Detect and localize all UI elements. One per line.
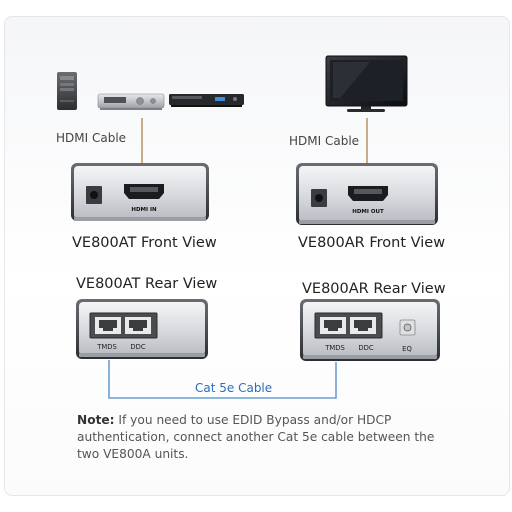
ddc-port-label-left: DDC bbox=[130, 343, 145, 351]
note-prefix: Note: bbox=[77, 413, 115, 427]
ddc-port-label-right: DDC bbox=[358, 344, 373, 352]
ve800at-rear-view-label: VE800AT Rear View bbox=[76, 276, 218, 292]
diagram-panel bbox=[4, 16, 510, 496]
pc-tower-icon bbox=[57, 72, 77, 110]
ve800ar-rear-unit: TMDS DDC EQ bbox=[300, 299, 440, 361]
tmds-port-label-right: TMDS bbox=[324, 344, 345, 352]
ve800ar-front-view-label: VE800AR Front View bbox=[298, 235, 446, 251]
ve800ar-rear-view-label: VE800AR Rear View bbox=[302, 281, 446, 297]
cat5e-cable-label: Cat 5e Cable bbox=[195, 381, 273, 395]
ve800ar-front-unit: HDMI OUT bbox=[296, 163, 438, 225]
note-paragraph: Note: If you need to use EDID Bypass and… bbox=[77, 412, 457, 463]
cat5e-cable-line bbox=[108, 360, 337, 399]
eq-knob-label: EQ bbox=[402, 345, 412, 353]
hdmi-cable-label-left: HDMI Cable bbox=[56, 131, 127, 145]
hdmi-out-port-label: HDMI OUT bbox=[352, 209, 384, 215]
tmds-port-label-left: TMDS bbox=[96, 343, 117, 351]
ve800at-front-view-label: VE800AT Front View bbox=[72, 235, 217, 251]
ve800at-rear-unit: TMDS DDC bbox=[76, 299, 208, 359]
ve800at-front-unit: HDMI IN bbox=[71, 163, 209, 221]
hdmi-in-port-label: HDMI IN bbox=[131, 207, 157, 213]
tv-monitor-icon bbox=[325, 55, 408, 112]
av-receiver-icon bbox=[97, 93, 165, 110]
note-text: If you need to use EDID Bypass and/or HD… bbox=[77, 413, 435, 461]
dvd-player-icon bbox=[169, 94, 244, 107]
hdmi-cable-label-right: HDMI Cable bbox=[289, 134, 360, 148]
